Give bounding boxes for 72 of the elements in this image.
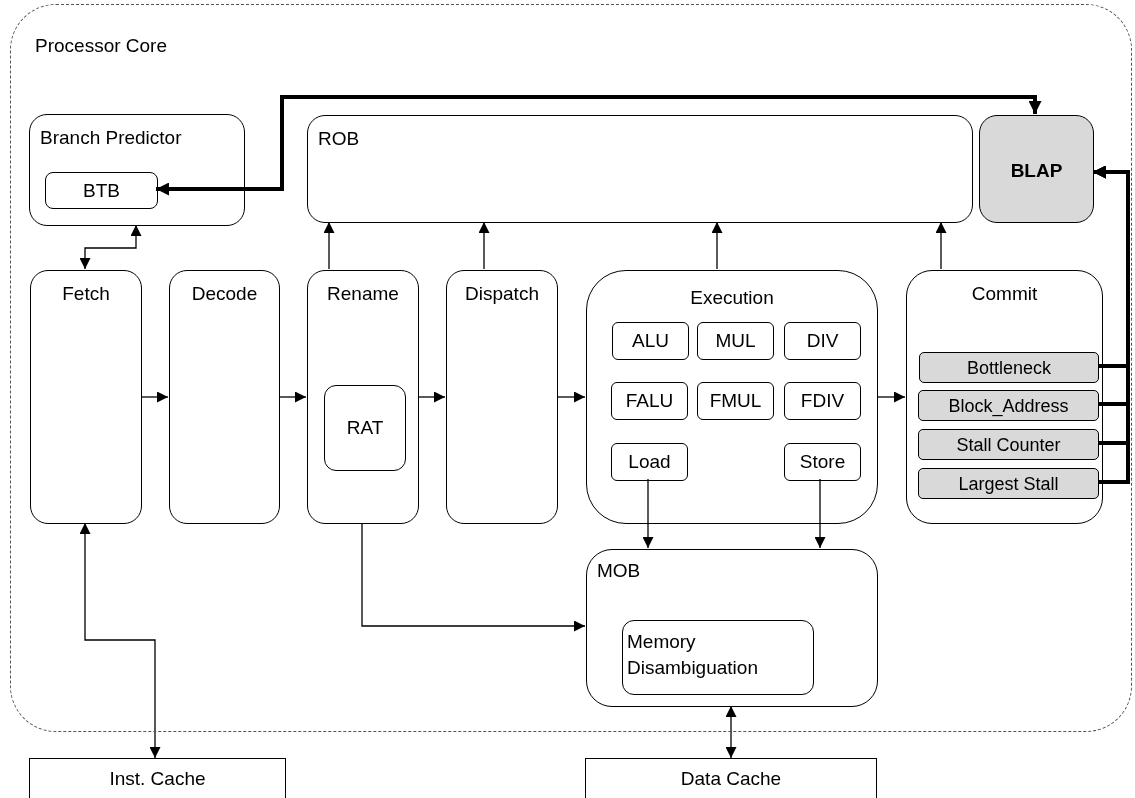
- block-label: Decode: [190, 283, 259, 305]
- block-label: Load: [627, 451, 672, 473]
- block-label: Dispatch: [464, 283, 540, 305]
- unit-box: [612, 322, 689, 360]
- block-label: Largest Stall: [957, 473, 1060, 495]
- block-label: Stall Counter: [955, 434, 1062, 456]
- unit-box: [784, 382, 861, 420]
- block-label: Fetch: [61, 283, 111, 305]
- arrow: [556, 391, 586, 403]
- arrow: [935, 221, 947, 270]
- arrow: [711, 221, 723, 270]
- unit-box: [784, 322, 861, 360]
- cache-box: [585, 758, 877, 798]
- block-label: Bottleneck: [965, 357, 1053, 379]
- unit-box: [45, 172, 158, 209]
- arrow: [140, 391, 169, 403]
- arrow: [725, 705, 737, 759]
- block-label: FALU: [624, 390, 675, 412]
- unit-box: [622, 620, 814, 695]
- unit-box: [611, 443, 688, 481]
- block-label: BTB: [82, 180, 121, 202]
- arrow: [876, 391, 906, 403]
- arrow: [278, 391, 307, 403]
- block-label: Store: [798, 451, 847, 473]
- block-label: FMUL: [708, 390, 763, 412]
- arrow: [79, 224, 142, 270]
- block-label: Branch Predictor: [40, 127, 182, 149]
- buffer-box: [307, 115, 973, 223]
- unit-box: [324, 385, 406, 471]
- cache-box: [29, 758, 286, 798]
- block-label: DIV: [805, 330, 840, 352]
- block-label: RAT: [345, 417, 385, 439]
- arrow: [417, 391, 446, 403]
- arrow: [478, 221, 490, 270]
- block-label: Processor Core: [35, 35, 167, 57]
- block-label: Commit: [970, 283, 1039, 305]
- block-label: MUL: [714, 330, 757, 352]
- stage-box: [906, 270, 1103, 524]
- block-label: Data Cache: [679, 768, 783, 790]
- stage-box: [586, 270, 878, 524]
- arrow: [156, 95, 1042, 196]
- block-label: ROB: [318, 128, 360, 150]
- unit-box: [697, 382, 774, 420]
- arrow: [814, 478, 826, 549]
- unit-box: [697, 322, 774, 360]
- block-label: Memory Disambiguation: [627, 630, 759, 680]
- block-label: ALU: [631, 330, 670, 352]
- block-label: MOB: [597, 560, 641, 582]
- register-box: [918, 390, 1099, 421]
- register-box: [919, 352, 1099, 383]
- block-label: Block_Address: [947, 395, 1070, 417]
- stage-box: [30, 270, 142, 524]
- block-label: FDIV: [799, 390, 846, 412]
- register-box: [918, 468, 1099, 499]
- arrow: [642, 478, 654, 549]
- register-box: [918, 429, 1099, 460]
- unit-box: [784, 443, 861, 481]
- stage-box: [446, 270, 558, 524]
- unit-box: [979, 115, 1094, 223]
- core-boundary: [10, 4, 1132, 732]
- buffer-box: [586, 549, 878, 707]
- stage-box: [169, 270, 280, 524]
- module-box: [29, 114, 245, 226]
- block-label: BLAP: [1009, 160, 1064, 182]
- arrow: [361, 522, 586, 632]
- block-label: Rename: [326, 283, 400, 305]
- arrow: [323, 221, 335, 270]
- arrow: [79, 522, 161, 759]
- stage-box: [307, 270, 419, 524]
- unit-box: [611, 382, 688, 420]
- block-label: Execution: [689, 287, 775, 309]
- block-label: Inst. Cache: [108, 768, 207, 790]
